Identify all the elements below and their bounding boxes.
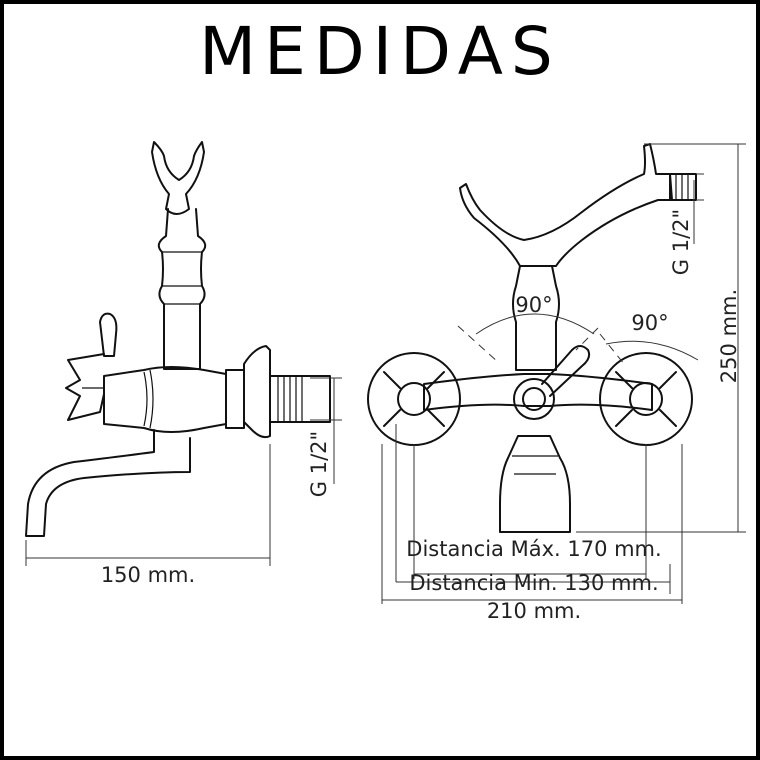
rotation-angle-arcs: [457, 313, 699, 365]
side-view-faucet: [25, 141, 331, 537]
front-view-faucet: [367, 143, 697, 533]
distance-max-label: Distancia Máx. 170 mm.: [406, 537, 661, 561]
side-thread-label: G 1/2": [307, 431, 331, 497]
page-title: MEDIDAS: [199, 13, 561, 90]
total-width-label: 210 mm.: [487, 599, 581, 623]
front-height-label: 250 mm.: [717, 289, 741, 383]
front-view-dimensions: [381, 143, 746, 604]
front-thread-label: G 1/2": [669, 209, 693, 275]
distance-min-label: Distancia Min. 130 mm.: [409, 571, 658, 595]
side-width-label: 150 mm.: [101, 563, 195, 587]
side-view-dimensions: [25, 377, 342, 566]
technical-drawing: 150 mm. G 1/2": [25, 141, 746, 623]
angle-label-right: 90°: [631, 311, 668, 335]
angle-label-left: 90°: [515, 293, 552, 317]
